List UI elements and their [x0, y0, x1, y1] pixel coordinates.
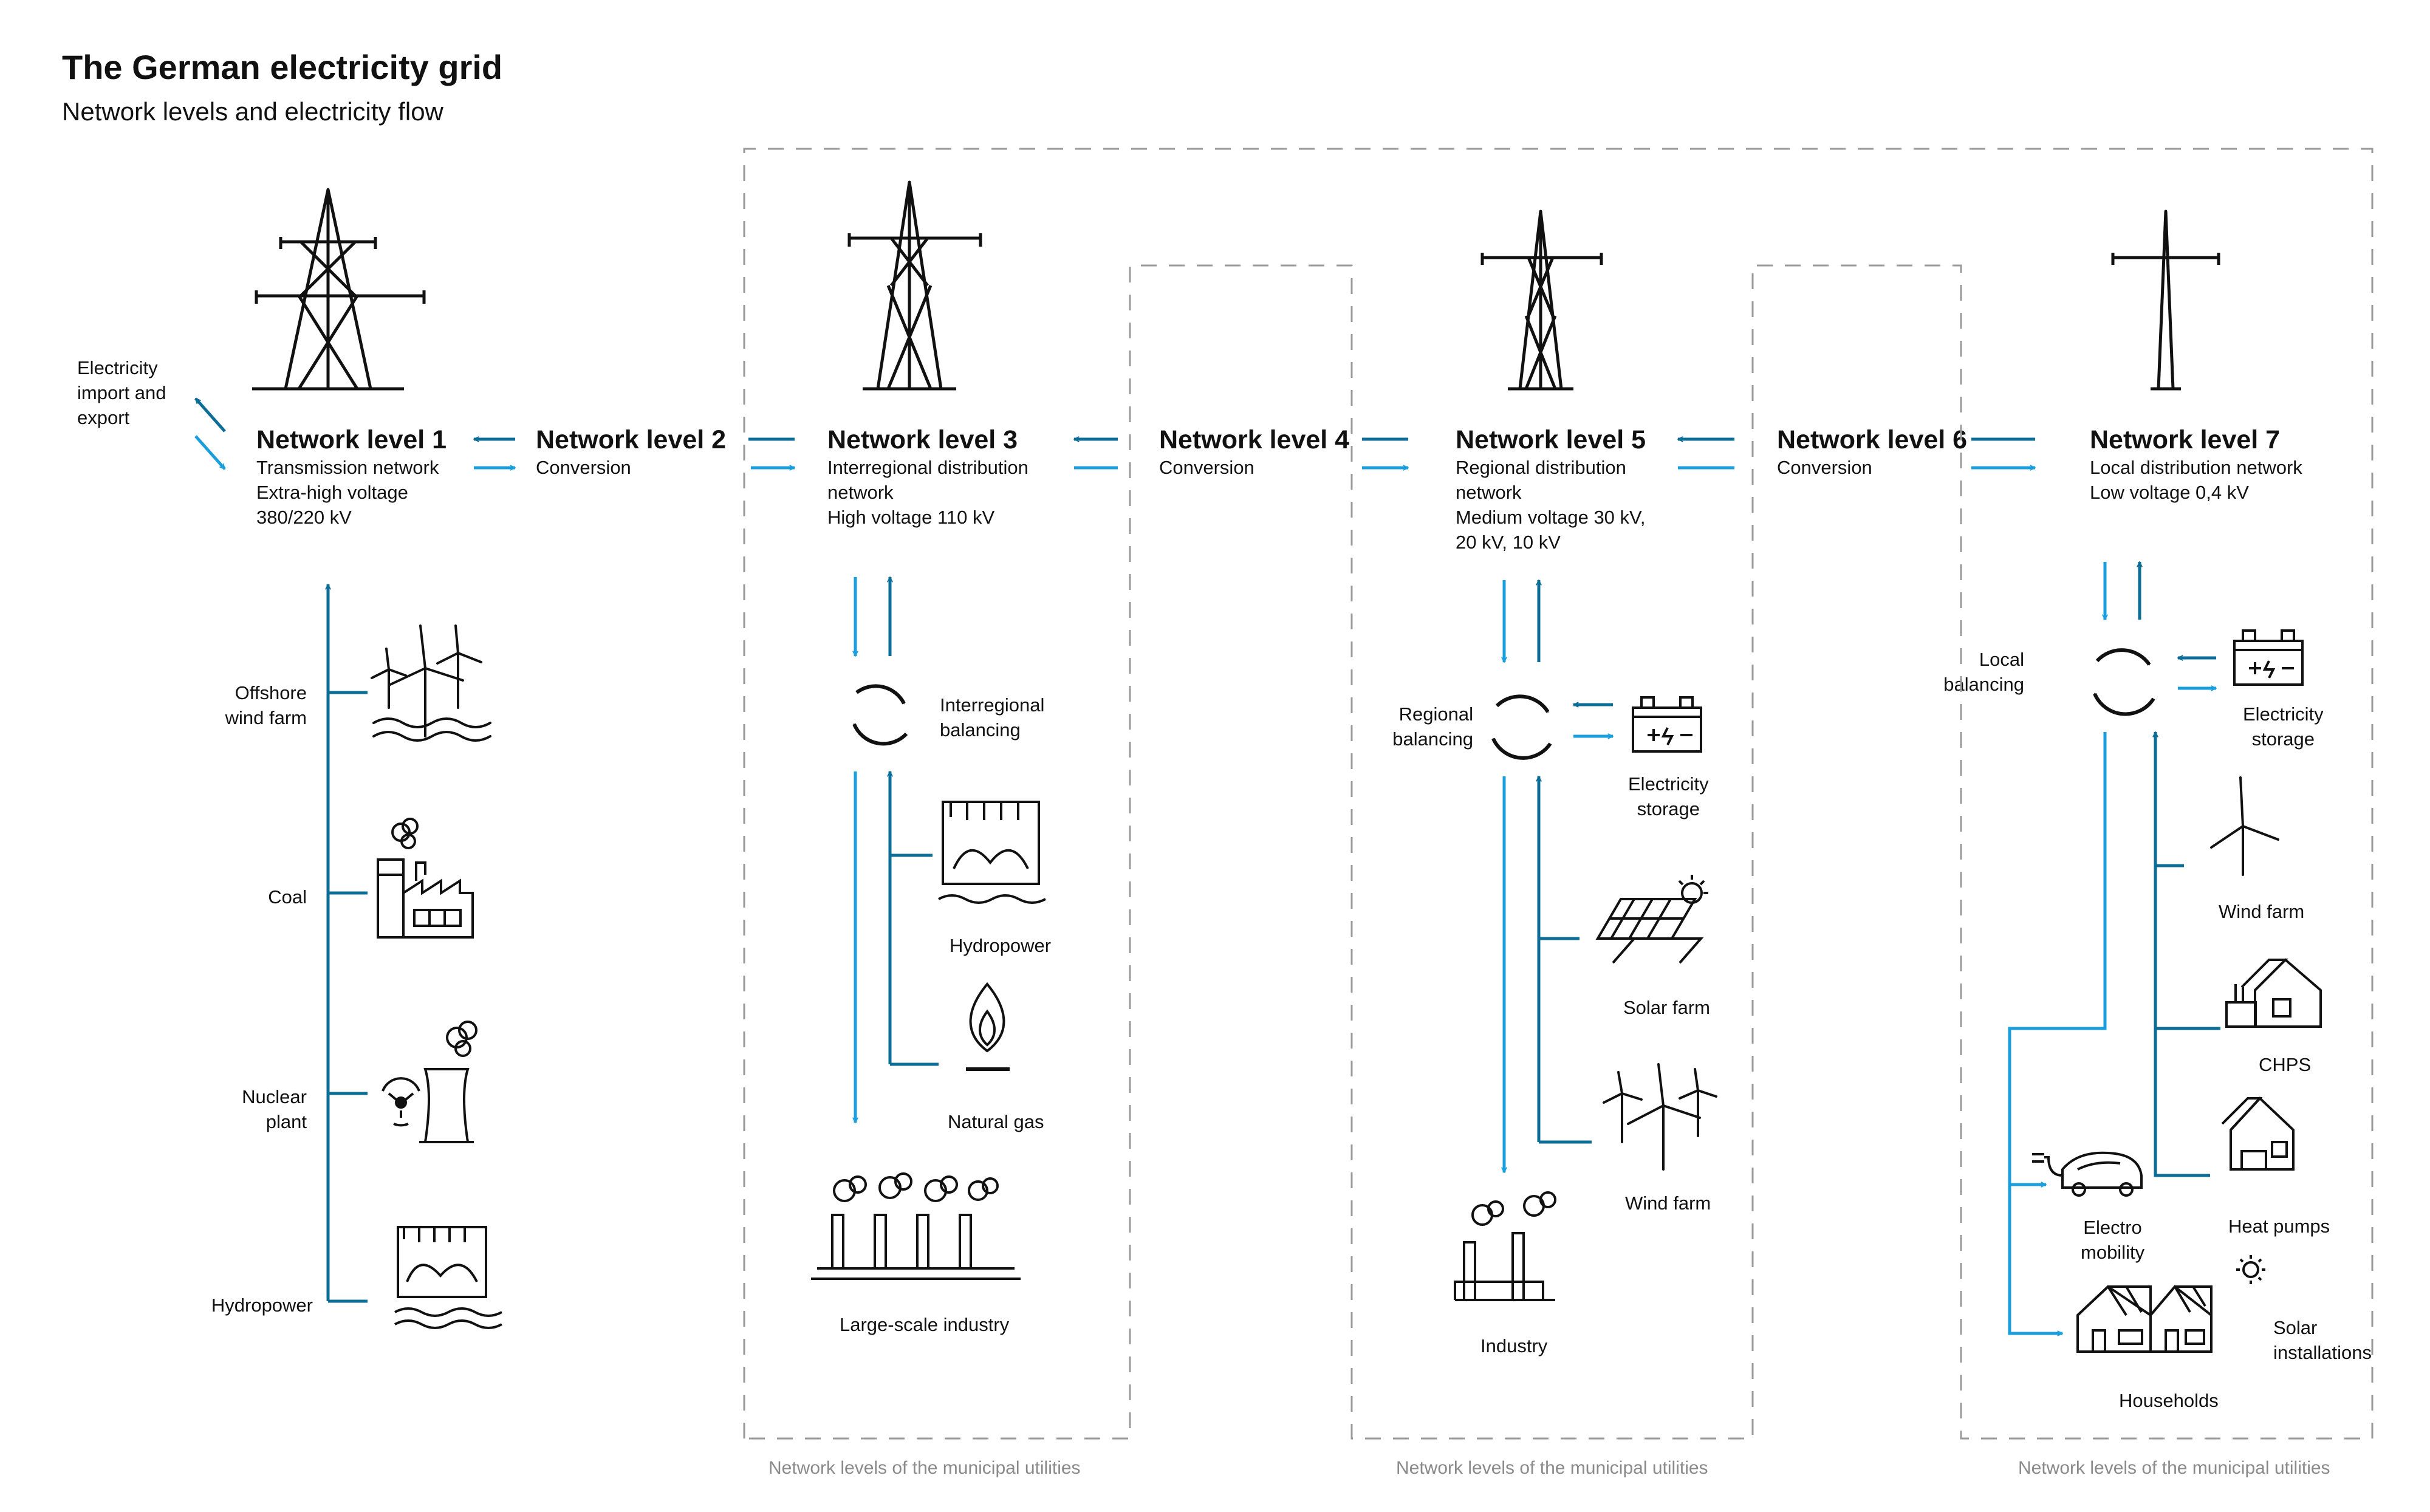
footer-municipal-2: Network levels of the municipal utilitie…: [1396, 1458, 1708, 1478]
offshore-wind-icon: [371, 624, 491, 742]
page-title: The German electricity grid: [62, 48, 503, 86]
level1-collection: [328, 584, 368, 1303]
hydropower-icon: [938, 801, 1046, 904]
label-hydropower-l3: Hydropower: [950, 935, 1052, 956]
label-households: Households: [2119, 1390, 2219, 1411]
pylon-icon: [2111, 210, 2220, 391]
natural-gas-icon: [966, 982, 1010, 1071]
import-export-label: Electricity import and export: [77, 357, 166, 428]
hydropower-icon: [394, 1226, 502, 1329]
label-wind-farm-l5: Wind farm: [1625, 1192, 1711, 1214]
large-industry-icon: [811, 1172, 1021, 1280]
flow-arrows-horizontal: [194, 397, 2035, 470]
battery-icon: [2233, 629, 2304, 686]
balancing-icon: [852, 684, 908, 746]
label-coal: Coal: [268, 886, 307, 908]
wind-turbine-icon: [2210, 776, 2279, 876]
label-electro-mobility: Electro mobility: [2081, 1217, 2145, 1263]
label-solar-farm: Solar farm: [1623, 997, 1710, 1018]
level5-flows: [1504, 580, 1613, 1172]
municipal-box-outline: [743, 148, 2374, 1440]
label-natural-gas: Natural gas: [948, 1111, 1044, 1132]
label-nuclear: Nuclear plant: [242, 1086, 307, 1132]
network-level-2: Network level 2 Conversion: [536, 425, 727, 478]
municipal-boundaries: [743, 148, 2374, 1440]
label-electricity-storage-l7: Electricity storage: [2243, 703, 2324, 750]
pylon-icon: [847, 180, 982, 391]
label-wind-farm-l7: Wind farm: [2219, 901, 2305, 922]
label-heat-pumps: Heat pumps: [2228, 1216, 2330, 1237]
footer-municipal-3: Network levels of the municipal utilitie…: [2018, 1458, 2330, 1478]
battery-icon: [1632, 696, 1702, 753]
network-level-1: Network level 1 Transmission network Ext…: [256, 425, 447, 528]
label-interregional-balancing: Interregional balancing: [940, 694, 1045, 741]
label-hydropower-l1: Hydropower: [211, 1295, 313, 1316]
label-large-scale-industry: Large-scale industry: [840, 1314, 1010, 1335]
label-chps: CHPS: [2259, 1054, 2312, 1075]
solar-farm-icon: [1595, 875, 1708, 964]
label-electricity-storage-l5: Electricity storage: [1628, 773, 1709, 819]
footer-municipal-1: Network levels of the municipal utilitie…: [768, 1458, 1081, 1478]
label-regional-balancing: Regional balancing: [1392, 703, 1473, 750]
arrow-export: [194, 435, 226, 470]
balancing-icon: [2093, 648, 2155, 716]
network-level-6: Network level 6 Conversion: [1777, 425, 1968, 478]
balancing-icon: [1491, 694, 1552, 760]
label-local-balancing: Local balancing: [1943, 649, 2024, 695]
coal-plant-icon: [377, 818, 474, 939]
pylon-icon: [1480, 210, 1603, 391]
electric-car-icon: [2032, 1151, 2143, 1197]
level7-flows: [2008, 562, 2220, 1333]
label-industry: Industry: [1480, 1335, 1548, 1356]
sun-icon: [2236, 1255, 2265, 1284]
label-offshore-wind: Offshore wind farm: [225, 682, 307, 728]
households-icon: [2076, 1285, 2213, 1353]
pylon-icon: [252, 188, 426, 391]
page-subtitle: Network levels and electricity flow: [62, 97, 443, 126]
network-level-3: Network level 3 Interregional distributi…: [827, 425, 1028, 528]
arrow-import: [194, 397, 226, 433]
label-solar-installations: Solar installations: [2273, 1317, 2372, 1363]
nuclear-plant-icon: [382, 1021, 477, 1143]
network-level-4: Network level 4 Conversion: [1159, 425, 1350, 478]
industry-icon: [1454, 1191, 1556, 1301]
heat-pump-icon: [2221, 1096, 2295, 1171]
wind-farm-icon: [1603, 1063, 1717, 1171]
level3-flows: [855, 577, 939, 1123]
chps-icon: [2225, 958, 2322, 1028]
network-level-5: Network level 5 Regional distribution ne…: [1456, 425, 1646, 553]
network-level-7: Network level 7 Local distribution netwo…: [2090, 425, 2302, 503]
